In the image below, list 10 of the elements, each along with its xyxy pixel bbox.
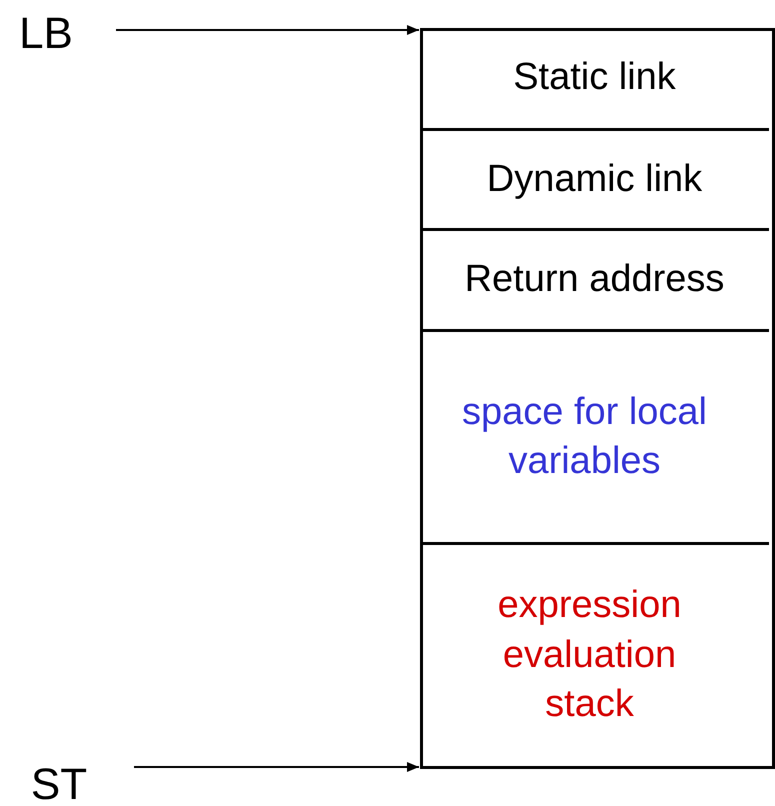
- arrow: [116, 25, 419, 35]
- frame-slot: Return address: [420, 231, 769, 332]
- frame-slot: space for local variables: [420, 332, 769, 545]
- pointer-label: ST: [14, 760, 104, 806]
- frame-slot: Dynamic link: [420, 131, 769, 231]
- pointer-label: LB: [6, 8, 86, 60]
- frame-slot: Static link: [420, 28, 769, 131]
- frame-slot: expression evaluation stack: [420, 545, 769, 769]
- stack-frame: [420, 28, 775, 769]
- arrow: [134, 762, 419, 772]
